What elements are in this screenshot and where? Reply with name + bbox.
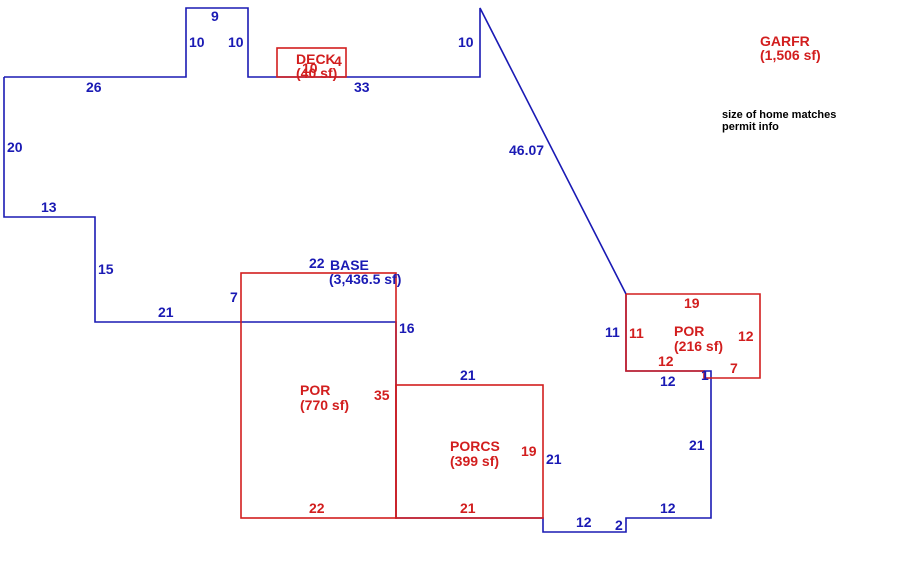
- dim-label: 22: [309, 255, 325, 271]
- dim-label: 10: [228, 34, 244, 50]
- dim-label: 10: [458, 34, 474, 50]
- dim-label: 10: [189, 34, 205, 50]
- base-outline: [3, 7, 712, 533]
- dim-label: 10: [302, 60, 318, 76]
- deck-size: (40 sf): [296, 65, 337, 81]
- por-large-name: POR: [300, 382, 330, 398]
- dim-label: 26: [86, 79, 102, 95]
- dim-label: 13: [41, 199, 57, 215]
- dim-label: 2: [615, 517, 623, 533]
- porcs-size: (399 sf): [450, 453, 499, 469]
- deck-outline: [276, 47, 347, 78]
- por-small-name: POR: [674, 323, 704, 339]
- por-small-outline: [625, 293, 761, 379]
- dim-label: 7: [230, 289, 238, 305]
- por-small-size: (216 sf): [674, 338, 723, 354]
- dim-label: 9: [211, 8, 219, 24]
- por-large-size: (770 sf): [300, 397, 349, 413]
- dim-label: 46.07: [509, 142, 544, 158]
- dim-label: 35: [374, 387, 390, 403]
- porcs-name: PORCS: [450, 438, 500, 454]
- base-name: BASE: [330, 257, 369, 273]
- dim-label: 12: [738, 328, 754, 344]
- dim-label: 12: [660, 373, 676, 389]
- dim-label: 12: [658, 353, 674, 369]
- base-size: (3,436.5 sf): [329, 271, 401, 287]
- dim-label: 12: [660, 500, 676, 516]
- dim-label: 20: [7, 139, 23, 155]
- dim-label: 22: [309, 500, 325, 516]
- garfr-size: (1,506 sf): [760, 47, 821, 63]
- porcs-outline: [395, 384, 544, 519]
- dim-label: 4: [334, 53, 342, 69]
- deck-name: DECK: [296, 51, 336, 67]
- dim-label: 7: [730, 360, 738, 376]
- dim-label: 11: [629, 325, 644, 341]
- note-line-1: size of home matches: [722, 109, 836, 121]
- dim-label: 19: [684, 295, 700, 311]
- dim-label: 21: [158, 304, 174, 320]
- dim-label: 11: [605, 324, 620, 340]
- dim-label: 19: [521, 443, 537, 459]
- dim-label: 21: [460, 367, 476, 383]
- dim-label: 1: [701, 367, 709, 383]
- dim-label: 16: [399, 320, 415, 336]
- garfr-name: GARFR: [760, 33, 810, 49]
- dim-label: 33: [354, 79, 370, 95]
- dim-label: 21: [460, 500, 476, 516]
- note-line-2: permit info: [722, 121, 779, 133]
- dim-label: 12: [576, 514, 592, 530]
- dim-label: 21: [546, 451, 562, 467]
- dim-label: 21: [689, 437, 705, 453]
- dim-label: 15: [98, 261, 114, 277]
